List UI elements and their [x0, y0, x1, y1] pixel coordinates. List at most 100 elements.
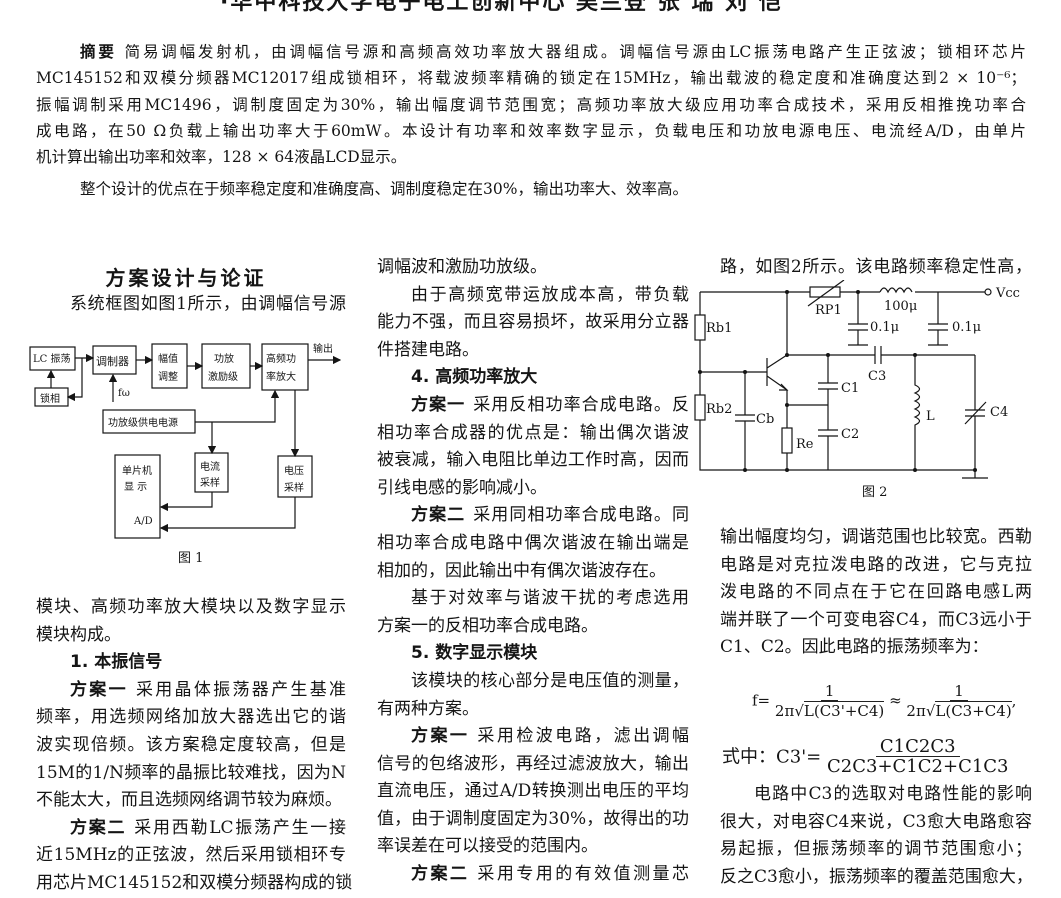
text: 电路中C3的选取对电路性能的影响 [754, 784, 1032, 804]
text-line: 直流电压，通过A/D转换测出电压的平均 [377, 778, 689, 806]
text: 端并联了一个可变电容C4，而C3远小于 [720, 609, 1032, 630]
text-line: 件搭建电路。 [377, 337, 689, 365]
text: 波实现倍频。该方案稳定度较高，但是 [36, 734, 346, 755]
text-line: 方案一采用反相功率合成电路。反 [377, 392, 689, 420]
label-voltage-1: 电压 [284, 464, 304, 477]
label-hf-1: 高频功 [266, 352, 296, 365]
text-line: 相功率合成电路中偶次谐波在输出端是 [377, 530, 689, 558]
section-title: 方案设计与论证 [105, 266, 267, 290]
rp1-resistor [809, 286, 841, 298]
where-label: 式中：C3'= [722, 746, 822, 768]
text: 采用晶体振荡器产生基准 [135, 679, 347, 700]
label-c2: C2 [841, 427, 859, 442]
text-line: 由于高频宽带运放成本高，带负载 [377, 282, 689, 310]
scheme-label: 方案二 [411, 864, 470, 885]
text: 方案一的反相功率合成电路。 [377, 615, 598, 636]
scheme-label: 方案一 [411, 394, 466, 415]
label-l: L [926, 409, 935, 424]
text: 基于对效率与谐波干扰的考虑选用 [411, 588, 689, 609]
label-mcu-2: 显 示 [124, 481, 147, 493]
label-mcu-1: 单片机 [122, 464, 152, 477]
subsection-heading: 1. 本振信号 [70, 652, 163, 673]
text-line: 引线电感的影响减小。 [377, 475, 689, 503]
text: 信号的包络波形，再经过滤波放大，输出 [377, 753, 689, 774]
label-driver-2: 激励级 [208, 370, 238, 383]
text-line: 反之C3愈小，振荡频率的覆盖范围愈大， [720, 864, 1033, 892]
label-c3: C3 [868, 369, 886, 384]
label-current-1: 电流 [200, 460, 220, 473]
label-cb: Cb [756, 412, 774, 427]
text-line: 输出幅度均匀，调谐范围也比较宽。西勒 [720, 524, 1032, 552]
label-modulator: 调制器 [96, 355, 129, 368]
text-line: 方案一的反相功率合成电路。 [377, 613, 689, 641]
figure-2-circuit: RP1 100μ Vcc 0.1μ 0.1μ Rb1 Rb2 Cb Re C1 … [694, 280, 1020, 500]
abstract-line: 摘要简易调幅发射机，由调幅信号源和高频高效功率放大器组成。调幅信号源由LC振荡电… [36, 39, 1026, 65]
label-hf-2: 率放大 [266, 370, 296, 383]
text: 采用反相功率合成电路。反 [473, 394, 690, 415]
text: 相加的，因此输出中有偶次谐波存在。 [377, 560, 666, 581]
figure-1-caption: 图 1 [178, 551, 203, 566]
text: 采用检波电路，滤出调幅 [477, 726, 690, 747]
text-line: 调幅波和激励功放级。 [377, 254, 689, 282]
label-amp-adj-2: 调整 [158, 370, 178, 383]
text: 泼电路的不同点在于它在回路电感L两 [720, 582, 1032, 603]
text: 近15MHz的正弦波，然后采用锁相环专 [36, 845, 346, 866]
two-pi: 2π [774, 702, 795, 720]
text: 采用专用的有效值测量芯 [477, 864, 690, 885]
text: 采用同相功率合成电路。同 [473, 505, 690, 526]
text: 被衰减，输入电阻比单边工作时高，因而 [377, 450, 689, 471]
text-line: 波实现倍频。该方案稳定度较高，但是 [36, 732, 346, 760]
text: 很大，对电容C4来说，C3愈大电路愈容 [720, 811, 1032, 832]
text: 由于高频宽带运放成本高，带负载 [411, 284, 689, 305]
inductor-100u [879, 287, 913, 294]
label-mcu-3: A/D [133, 516, 153, 527]
text-line: 泼电路的不同点在于它在回路电感L两 [720, 579, 1032, 607]
text: 用芯片MC145152和双模分频器构成的锁 [36, 872, 353, 893]
text-line: 方案一采用检波电路，滤出调幅 [377, 723, 689, 751]
radicand: L(C3'+C4) [803, 701, 885, 720]
text: 直流电压，通过A/D转换测出电压的平均 [377, 781, 689, 802]
text: 率误差在可以接受的范围内。 [377, 836, 598, 857]
label-c-0.1u-a: 0.1μ [870, 320, 899, 335]
label-c1: C1 [841, 381, 859, 396]
scheme-label: 方案二 [70, 817, 127, 838]
abstract-line: 成电路，在50 Ω负载上输出功率大于60mW。本设计有功率和效率数字显示，负载电… [36, 121, 1026, 140]
label-f-omega: fω [118, 388, 130, 399]
text: 电路是对克拉泼电路的改进，它与克拉 [720, 554, 1032, 575]
text-line: 被衰减，输入电阻比单边工作时高，因而 [377, 447, 689, 475]
mcu-display-box [114, 454, 161, 539]
author-line: ·华中科技大学电子电工创新中心 吴兰登 张 瑞 刘 恺 [220, 0, 783, 15]
text-line: 电路是对克拉泼电路的改进，它与克拉 [720, 552, 1032, 580]
column-2-text: 调幅波和激励功放级。由于高频宽带运放成本高，带负载能力不强，而且容易损坏，故采用… [377, 254, 689, 889]
label-rp1: RP1 [815, 303, 842, 318]
label-lc: LC 振荡 [33, 352, 70, 365]
text-line: 近15MHz的正弦波，然后采用锁相环专 [36, 842, 346, 870]
column-1-text: 模块、高频功率放大模块以及数字显示模块构成。1. 本振信号方案一采用晶体振荡器产… [36, 594, 352, 898]
text-line: 值，由于调制度固定为30%，故得出的功 [377, 806, 689, 834]
text-line: 率误差在可以接受的范围内。 [377, 833, 689, 861]
text: 频率，用选频网络加放大器选出它的谐 [36, 707, 346, 728]
text-line: 电路中C3的选取对电路性能的影响 [720, 781, 1032, 809]
text: 能力不强，而且容易损坏，故采用分立器 [377, 312, 689, 333]
denominator: C2C3+C1C2+C1C3 [827, 756, 1009, 777]
text: 调幅波和激励功放级。 [377, 257, 547, 277]
text-line: 有两种方案。 [377, 696, 689, 724]
abstract-line: 机计算出输出功率和效率，128 × 64液晶LCD显示。 [36, 148, 407, 167]
numerator: C1C2C3 [875, 738, 960, 757]
scheme-label: 方案一 [411, 726, 470, 747]
text-line: 频率，用选频网络加放大器选出它的谐 [36, 704, 346, 732]
subsection-heading: 4. 高频功率放大 [411, 367, 538, 388]
label-amp-adj-1: 幅值 [158, 352, 178, 365]
rb2-resistor [694, 394, 706, 421]
label-c4: C4 [990, 405, 1008, 420]
label-100u: 100μ [884, 299, 917, 314]
subsection-heading: 5. 数字显示模块 [411, 643, 538, 664]
text: 该模块的核心部分是电压值的测量， [411, 670, 689, 691]
text-line: 系统框图如图1所示，由调幅信号源 [70, 294, 346, 314]
figure-2-caption: 图 2 [862, 485, 887, 500]
text: C1、C2。因此电路的振荡频率为： [720, 637, 989, 658]
